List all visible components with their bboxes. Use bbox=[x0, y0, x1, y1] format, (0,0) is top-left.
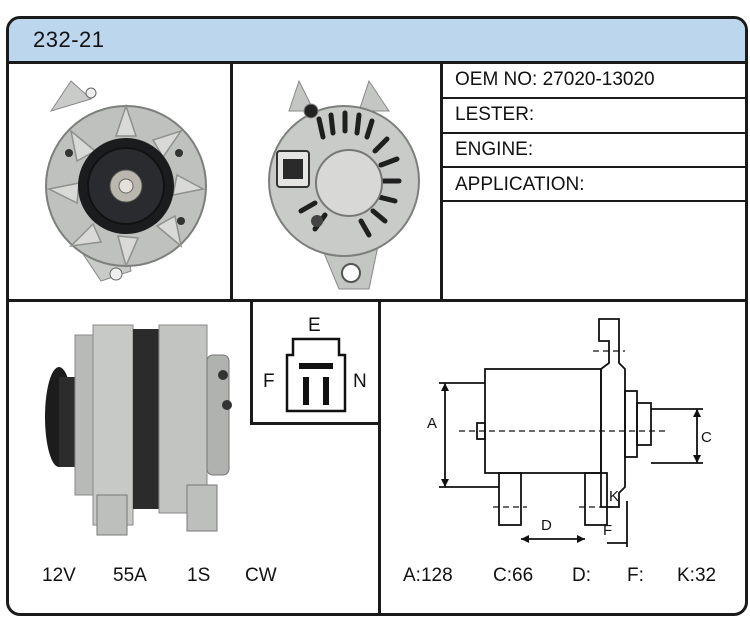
divider-row bbox=[9, 299, 745, 302]
connector-box-bottom bbox=[250, 422, 381, 425]
dimension-d-value: D: bbox=[572, 565, 591, 586]
part-number-title: 232-21 bbox=[33, 27, 105, 52]
dimension-label-c: C bbox=[701, 429, 712, 446]
dimension-k-value: K:32 bbox=[677, 565, 717, 586]
dimension-label-d: D bbox=[541, 517, 552, 534]
dimension-f-value: F: bbox=[627, 565, 644, 586]
dimension-a-value: A:128 bbox=[403, 565, 453, 586]
groove-value: 1S bbox=[187, 565, 211, 586]
divider-top-1 bbox=[230, 61, 233, 299]
spec-separator bbox=[442, 200, 745, 202]
connector-label-e: E bbox=[308, 315, 321, 336]
connector-diagram bbox=[285, 337, 347, 413]
engine-field: ENGINE: bbox=[455, 139, 534, 160]
product-sheet: 232-21 OEM NO: 27020-13020 LESTER: ENGIN… bbox=[6, 16, 748, 616]
title-bar: 232-21 bbox=[9, 19, 745, 64]
lester-field: LESTER: bbox=[455, 104, 535, 125]
connector-label-n: N bbox=[353, 371, 367, 392]
spec-separator bbox=[442, 132, 745, 134]
alternator-front-photo bbox=[45, 80, 207, 282]
application-field: APPLICATION: bbox=[455, 174, 585, 195]
divider-bottom-1 bbox=[250, 302, 253, 424]
connector-label-f: F bbox=[263, 371, 275, 392]
amperage-value: 55A bbox=[113, 565, 147, 586]
voltage-value: 12V bbox=[42, 565, 76, 586]
divider-top-2 bbox=[440, 61, 443, 299]
divider-bottom-2 bbox=[378, 302, 381, 613]
rotation-value: CW bbox=[245, 565, 277, 586]
alternator-side-photo bbox=[45, 324, 232, 536]
alternator-rear-photo bbox=[268, 79, 420, 290]
oem-number: OEM NO: 27020-13020 bbox=[455, 69, 655, 90]
spec-separator bbox=[442, 97, 745, 99]
dimension-label-f: F bbox=[603, 522, 613, 539]
dimension-label-a: A bbox=[427, 415, 438, 432]
spec-separator bbox=[442, 166, 745, 168]
dimension-label-k: K bbox=[609, 488, 620, 505]
dimension-c-value: C:66 bbox=[493, 565, 534, 586]
dimension-drawing bbox=[439, 318, 703, 547]
